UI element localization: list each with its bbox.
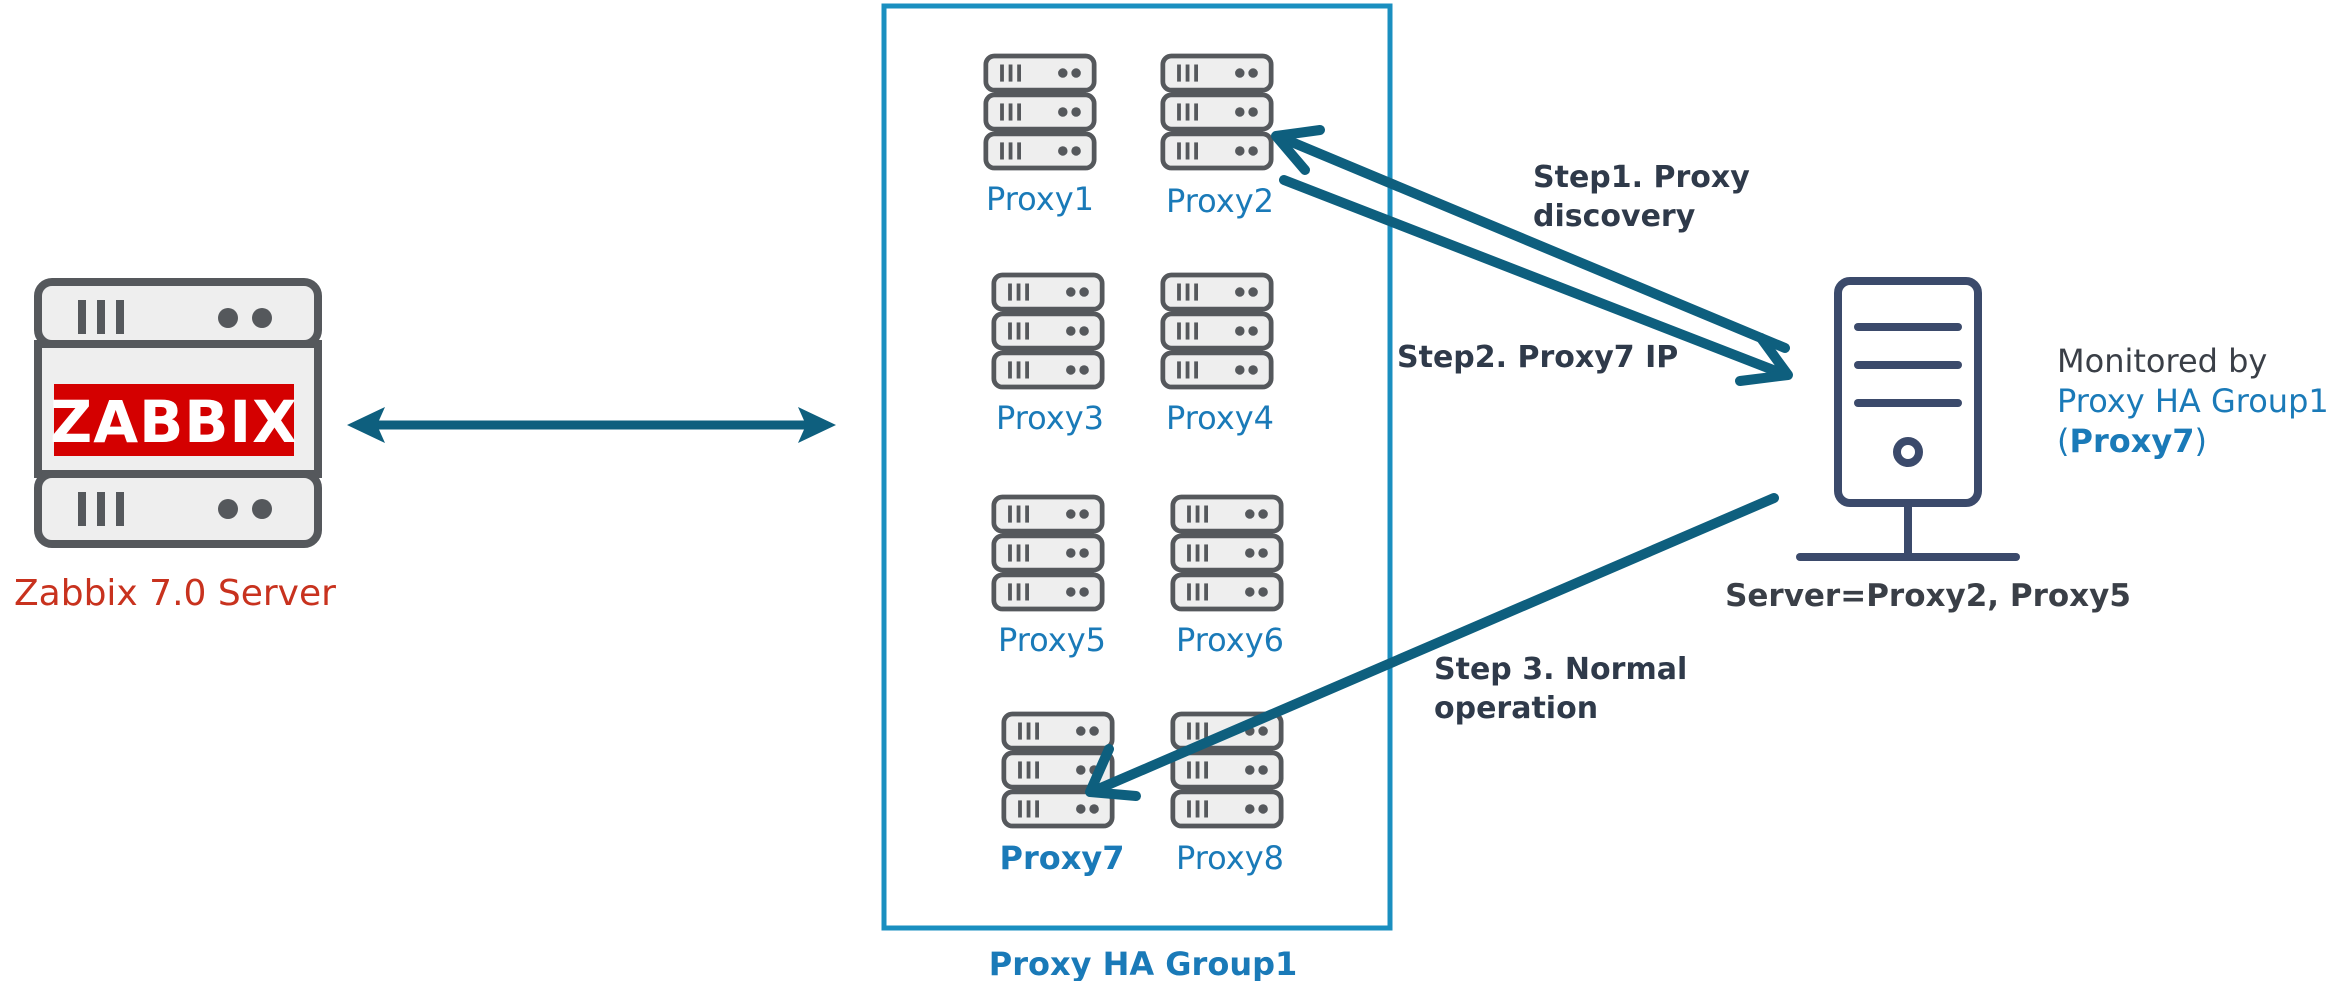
monitored-by-close-paren: ): [2194, 422, 2206, 460]
step3-label-line2: operation: [1434, 691, 1598, 726]
proxy-5: Proxy5: [994, 497, 1106, 659]
proxy-label: Proxy3: [996, 399, 1104, 437]
proxy-server-icon: [994, 497, 1102, 609]
zabbix-logo: [54, 384, 294, 456]
step3-label-line1: Step 3. Normal: [1434, 652, 1687, 687]
step3-arrow: [1085, 493, 1779, 801]
zabbix-server-label: Zabbix 7.0 Server: [14, 573, 336, 614]
proxy-label: Proxy1: [986, 180, 1094, 218]
step2-label: Step2. Proxy7 IP: [1397, 340, 1678, 375]
proxy-3: Proxy3: [994, 275, 1104, 437]
server-proxy-link-arrow: [347, 407, 836, 443]
step1-arrow: [1271, 125, 1790, 353]
proxy-server-icon: [1163, 275, 1271, 387]
monitored-by-proxy: (Proxy7): [2057, 422, 2207, 460]
proxy-label: Proxy7: [1000, 839, 1125, 877]
step2-arrow: [1279, 175, 1793, 386]
step1-label-line2: discovery: [1533, 199, 1696, 234]
proxy-server-icon: [1173, 497, 1281, 609]
proxy-label: Proxy6: [1176, 621, 1284, 659]
monitored-by-proxy-name: Proxy7: [2069, 422, 2194, 460]
proxy-4: Proxy4: [1163, 275, 1274, 437]
proxy-label: Proxy8: [1176, 839, 1284, 877]
host-server-config: Server=Proxy2, Proxy5: [1725, 578, 2131, 614]
proxy-server-icon: [1163, 56, 1271, 168]
proxy-label: Proxy4: [1166, 399, 1274, 437]
monitored-by-group: Proxy HA Group1: [2057, 382, 2329, 420]
zabbix-logo-text: ZABBIX: [50, 388, 298, 456]
proxy-6: Proxy6: [1173, 497, 1284, 659]
proxy-label: Proxy5: [998, 621, 1106, 659]
zabbix-server-icon: ZABBIX: [34, 278, 322, 548]
proxy-1: Proxy1: [986, 56, 1094, 218]
proxy-ha-group-box: [881, 3, 1393, 931]
monitored-by-label: Monitored by: [2057, 342, 2267, 380]
step1-label-line1: Step1. Proxy: [1533, 160, 1750, 195]
monitored-by-open-paren: (: [2057, 422, 2069, 460]
proxy-ha-group-label: Proxy HA Group1: [989, 945, 1298, 981]
proxy-server-icon: [994, 275, 1102, 387]
proxy-server-icon: [986, 56, 1094, 168]
proxy-7: Proxy7: [1000, 714, 1125, 877]
proxy-8: Proxy8: [1173, 714, 1284, 877]
proxy-label: Proxy2: [1166, 182, 1274, 220]
monitored-host-icon: [1796, 277, 2020, 561]
proxy-2: Proxy2: [1163, 56, 1274, 220]
